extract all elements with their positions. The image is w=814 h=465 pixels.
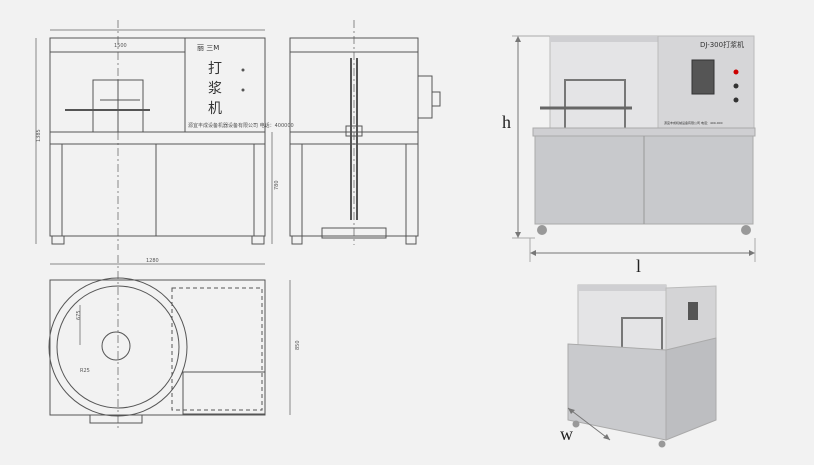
dim-height-left: 1385 bbox=[36, 129, 42, 142]
dim-width-top: 1500 bbox=[114, 43, 127, 49]
side-handle bbox=[431, 91, 441, 107]
plan-dim-inner: 675 bbox=[76, 310, 82, 320]
plan-front-foot bbox=[89, 414, 143, 424]
foot-left bbox=[51, 235, 65, 245]
photo-tub bbox=[549, 35, 659, 129]
side-foot-left bbox=[291, 235, 303, 245]
photo-display-box bbox=[691, 59, 715, 95]
panel-indicator-2 bbox=[241, 88, 245, 92]
angle-cabinet-front bbox=[567, 343, 667, 441]
photo-machine-label: DJ-300打浆机 bbox=[700, 40, 744, 49]
photo-label-length: l bbox=[636, 256, 641, 276]
photo-red-button bbox=[733, 69, 739, 75]
angle-tub-rim bbox=[578, 285, 666, 291]
side-foot-right bbox=[405, 235, 417, 245]
height-arrow-bottom bbox=[515, 232, 521, 238]
side-motor-base bbox=[321, 227, 387, 239]
length-arrow-right bbox=[749, 250, 755, 256]
plan-dim-radius: R25 bbox=[80, 368, 90, 374]
panel-title-char-3: 机 bbox=[208, 101, 222, 117]
photo-table-top bbox=[532, 127, 756, 137]
plan-view-drawing bbox=[48, 255, 291, 430]
plan-tub-outer bbox=[48, 277, 188, 417]
photo-black-button-1 bbox=[733, 83, 739, 89]
base-cabinet bbox=[49, 143, 266, 237]
photo-label-width: w bbox=[560, 424, 573, 444]
plan-dim-depth: 850 bbox=[295, 340, 301, 350]
height-arrow-top bbox=[515, 36, 521, 42]
side-shaft-coupling bbox=[345, 125, 363, 137]
width-arrow-start bbox=[568, 408, 575, 414]
angle-wheel-right bbox=[658, 440, 666, 448]
plan-outline bbox=[49, 279, 266, 416]
width-arrow-end bbox=[603, 434, 610, 440]
panel-brand-text: 丽 三M bbox=[197, 44, 219, 52]
front-elevation-drawing bbox=[35, 20, 273, 250]
angle-cabinet-side bbox=[665, 337, 717, 441]
machine-photo-angle bbox=[567, 284, 717, 448]
width-arrow-line bbox=[567, 407, 611, 441]
table-top bbox=[49, 131, 266, 145]
length-arrow-left bbox=[530, 250, 536, 256]
plan-motor-box bbox=[182, 371, 266, 415]
angle-wheel-left bbox=[572, 420, 580, 428]
foot-right bbox=[251, 235, 265, 245]
photo-wheel-right bbox=[741, 225, 751, 235]
dim-table-height: 780 bbox=[274, 180, 280, 190]
photo-machine-footer: 源宜丰成机械设备有限公司 电话：400-000 bbox=[664, 120, 723, 125]
panel-title-char-2: 浆 bbox=[208, 81, 222, 97]
panel-title-char-1: 打 bbox=[208, 60, 222, 77]
photo-tub-rim bbox=[550, 36, 658, 42]
side-control-box bbox=[417, 75, 433, 119]
machine-photo-front: DJ-300打浆机 源宜丰成机械设备有限公司 电话：400-000 bbox=[512, 35, 756, 262]
side-elevation-drawing bbox=[289, 20, 441, 245]
photo-wheel-left bbox=[537, 225, 547, 235]
side-base-cabinet bbox=[289, 143, 419, 237]
photo-label-height: h bbox=[502, 112, 511, 132]
angle-display-box bbox=[688, 302, 698, 320]
photo-black-button-2 bbox=[733, 97, 739, 103]
panel-indicator-1 bbox=[241, 68, 245, 72]
panel-footer-text: 源宜丰成设备机器设备有限公司 电话：400000 bbox=[188, 122, 294, 129]
plan-tub-inner bbox=[56, 285, 180, 409]
plan-shaft-hole bbox=[101, 331, 131, 361]
control-panel-outline bbox=[184, 37, 266, 133]
plan-dim-width: 1280 bbox=[146, 258, 159, 264]
plan-panel-dashed bbox=[171, 287, 263, 411]
